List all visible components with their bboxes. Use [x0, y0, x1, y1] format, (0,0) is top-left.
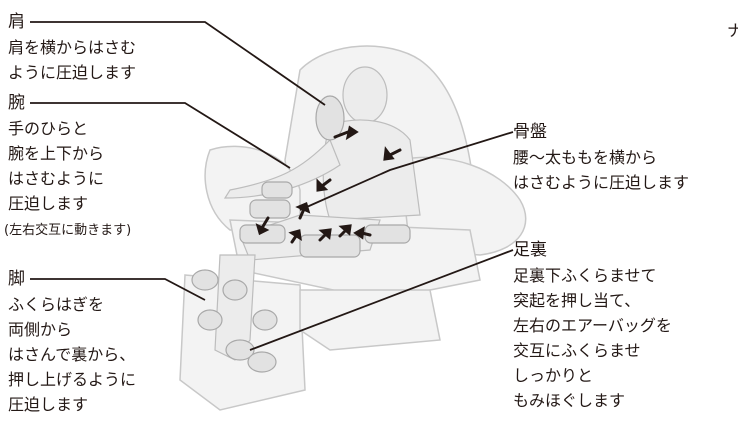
shoulder-leader	[30, 21, 326, 106]
person-head	[342, 66, 388, 124]
arm-line-4: 圧迫します	[8, 194, 89, 213]
pelvis-line-1: 腰～太ももを横から	[513, 148, 658, 167]
pelvis-line-2: はさむように圧迫します	[513, 173, 690, 192]
arm-airbag-upper	[261, 181, 293, 199]
chair-base	[299, 289, 441, 351]
leader-lines	[30, 21, 514, 351]
arm-airbag-lower	[249, 199, 291, 219]
arm-line-1: 手のひらと	[8, 119, 89, 138]
leg-line-2: 両側から	[8, 320, 73, 339]
leg-airbag-2	[222, 279, 248, 301]
shoulder-title: 肩	[8, 12, 25, 32]
leg-title: 脚	[8, 269, 25, 289]
leg-line-1: ふくらはぎを	[8, 295, 105, 314]
pelvis-leader	[299, 131, 514, 211]
shoulder-line-2: ように圧迫します	[8, 63, 137, 82]
sole-line-3: 左右のエアーバッグを	[513, 316, 672, 335]
edge-text: ナ	[727, 21, 738, 40]
sole-line-2: 突起を押し当て、	[513, 291, 641, 310]
pelvis-airbag-right	[364, 224, 411, 244]
arm-title: 腕	[8, 93, 25, 113]
leg-airbag-1	[191, 269, 219, 291]
pressure-arrows	[255, 125, 402, 244]
arm-line-2: 腕を上下から	[8, 144, 105, 163]
arm-note: (左右交互に動きます)	[4, 223, 132, 238]
leg-leader	[30, 278, 206, 301]
sole-title: 足裏	[513, 240, 547, 260]
foot-airbag-right	[247, 351, 277, 373]
sole-line-4: 交互にふくらませ	[513, 341, 641, 360]
sole-line-5: しっかりと	[513, 366, 594, 385]
leg-line-4: 押し上げるように	[8, 370, 137, 389]
arm-line-3: はさむように	[8, 169, 105, 188]
sole-leader	[249, 249, 514, 351]
pelvis-title: 骨盤	[513, 122, 547, 142]
foot-airbag-left	[225, 339, 255, 361]
leg-airbag-3	[197, 309, 223, 331]
sole-line-6: もみほぐします	[513, 391, 626, 410]
arm-leader	[30, 102, 291, 169]
shoulder-line-1: 肩を横からはさむ	[8, 38, 137, 57]
leg-line-3: はさんで裏から、	[8, 345, 136, 364]
sole-line-1: 足裏下ふくらませて	[513, 266, 657, 285]
leg-line-5: 圧迫します	[8, 395, 89, 414]
leg-airbag-4	[252, 309, 278, 331]
shoulder-airbag	[315, 95, 345, 141]
